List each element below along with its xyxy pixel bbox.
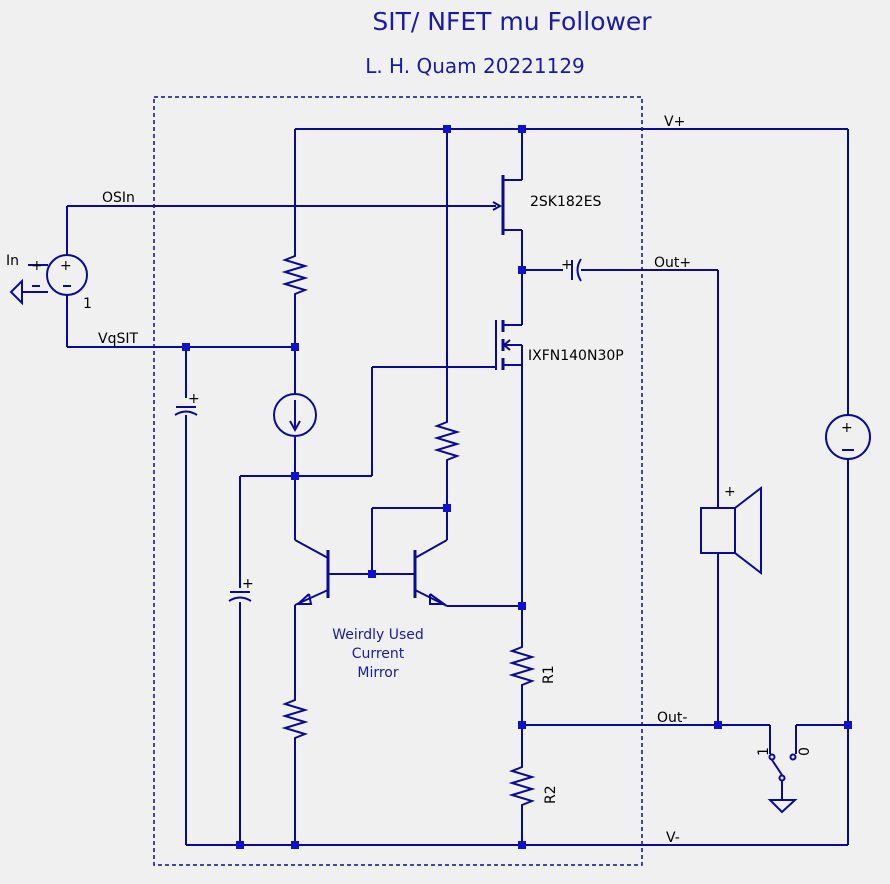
capacitor-output: +	[561, 257, 582, 282]
net-label-vqsit: VqSIT	[98, 331, 138, 347]
wires	[22, 128, 849, 846]
switch: 1 0	[756, 725, 813, 814]
resistor-top-left	[281, 248, 309, 300]
resistor-bottom-left	[281, 692, 309, 744]
switch-pos0: 0	[797, 747, 813, 756]
current-source	[273, 393, 317, 437]
switch-pos1: 1	[756, 747, 772, 756]
net-label-outplus: Out+	[654, 255, 691, 271]
capacitor-vqsit: +	[174, 391, 200, 416]
bjt-left	[294, 539, 330, 606]
nfet-label: IXFN140N30P	[528, 348, 624, 364]
voltage-source-in: + + 1	[9, 254, 92, 312]
note-line-1: Weirdly Used	[332, 627, 424, 643]
junction-dots	[182, 125, 852, 849]
sit-transistor: 2SK182ES	[492, 175, 602, 235]
source-index-label: 1	[83, 296, 92, 312]
svg-text:+: +	[60, 258, 72, 274]
speaker-plus-label: +	[724, 484, 736, 500]
resistor-r2	[508, 760, 536, 810]
nfet-transistor: IXFN140N30P	[495, 320, 624, 370]
note-line-2: Current	[352, 646, 405, 662]
speaker-icon: +	[700, 484, 762, 576]
svg-text:+: +	[31, 258, 43, 274]
note-line-3: Mirror	[357, 665, 398, 681]
author-date: L. H. Quam 20221129	[365, 54, 585, 78]
r2-label: R2	[543, 785, 559, 804]
resistor-mirror-bias	[433, 415, 461, 465]
page-title: SIT/ NFET mu Follower	[372, 7, 652, 36]
net-label-outminus: Out-	[657, 710, 687, 726]
svg-text:+: +	[561, 257, 573, 273]
resistor-r1	[508, 640, 536, 690]
net-label-vplus: V+	[664, 114, 685, 130]
bjt-right	[413, 539, 448, 607]
circuit-boundary-box	[153, 96, 643, 866]
svg-text:+: +	[242, 576, 254, 592]
svg-text:+: +	[841, 420, 853, 436]
net-label-vminus: V-	[666, 830, 680, 846]
r1-label: R1	[541, 665, 557, 684]
net-label-osin: OSIn	[102, 190, 135, 206]
voltage-source-v: +	[825, 414, 871, 460]
capacitor-left-bypass: +	[228, 576, 254, 602]
sit-label: 2SK182ES	[530, 194, 602, 210]
net-label-in: In	[6, 253, 19, 269]
svg-text:+: +	[188, 391, 200, 407]
